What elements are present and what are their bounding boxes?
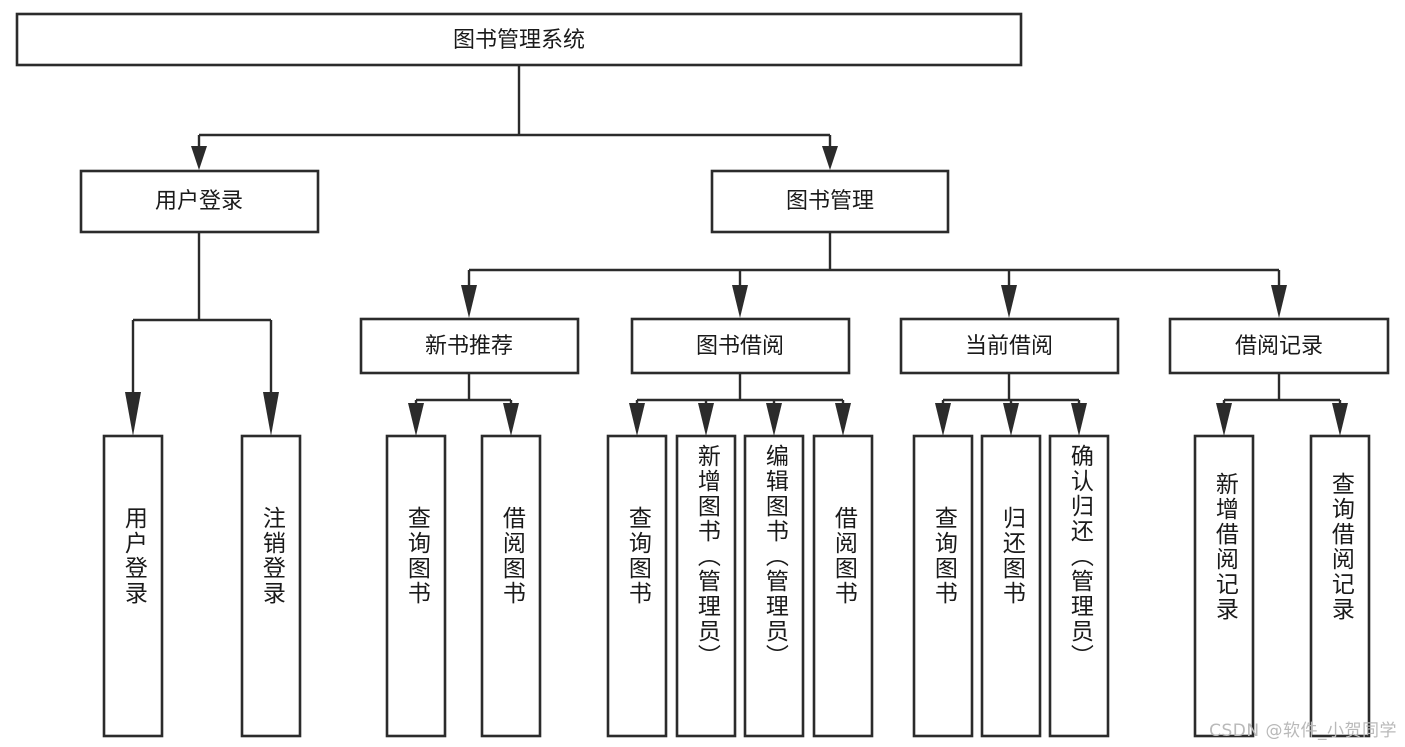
leaf-box-user-login-1[interactable] bbox=[102, 434, 164, 738]
arrowhead-nb-leaf-1 bbox=[408, 403, 424, 436]
node-borrow-record-box[interactable] bbox=[1168, 317, 1390, 375]
node-borrow-record[interactable]: 借阅记录 bbox=[1168, 317, 1390, 375]
connector-group-book-mgmt bbox=[461, 232, 1287, 318]
node-book-borrow-box[interactable] bbox=[630, 317, 851, 375]
connector-group-new-book bbox=[408, 373, 519, 436]
node-current-borrow-box[interactable] bbox=[899, 317, 1120, 375]
arrowhead-user-login bbox=[191, 146, 207, 170]
node-root-system-box[interactable] bbox=[15, 12, 1023, 67]
connector-group-current-borrow bbox=[935, 373, 1087, 436]
arrowhead-cb-leaf-3 bbox=[1071, 403, 1087, 436]
arrowhead-book-mgmt bbox=[822, 146, 838, 170]
arrowhead-cb-leaf-1 bbox=[935, 403, 951, 436]
node-current-borrow-label: 当前借阅 bbox=[965, 334, 1053, 359]
node-user-login-label: 用户登录 bbox=[155, 189, 243, 214]
arrowhead-bb-leaf-1 bbox=[629, 403, 645, 436]
arrowhead-br-leaf-2 bbox=[1332, 403, 1348, 436]
node-book-management-label: 图书管理 bbox=[786, 189, 874, 214]
arrowhead-br-leaf-1 bbox=[1216, 403, 1232, 436]
leaf-box-current-borrow-1[interactable] bbox=[912, 434, 974, 738]
leaf-box-book-borrow-3[interactable] bbox=[743, 434, 805, 738]
leaf-box-new-book-2[interactable] bbox=[480, 434, 542, 738]
leaf-box-book-borrow-2[interactable] bbox=[675, 434, 737, 738]
node-root-system-label: 图书管理系统 bbox=[453, 28, 585, 53]
arrowhead-bb-leaf-4 bbox=[835, 403, 851, 436]
connector-group-user-login bbox=[125, 232, 279, 436]
node-user-login-box[interactable] bbox=[79, 169, 320, 234]
leaf-box-borrow-record-2[interactable] bbox=[1309, 434, 1371, 738]
connector-group-book-borrow bbox=[629, 373, 851, 436]
node-book-borrow[interactable]: 图书借阅 bbox=[630, 317, 851, 375]
leaf-box-borrow-record-1[interactable] bbox=[1193, 434, 1255, 738]
arrowhead-current-borrow bbox=[1001, 285, 1017, 318]
node-current-borrow[interactable]: 当前借阅 bbox=[899, 317, 1120, 375]
leaf-box-current-borrow-3[interactable] bbox=[1048, 434, 1110, 738]
leaf-box-book-borrow-4[interactable] bbox=[812, 434, 874, 738]
watermark-text: CSDN @软件_小贺同学 bbox=[1209, 721, 1397, 741]
arrowhead-book-borrow bbox=[732, 285, 748, 318]
node-book-management-box[interactable] bbox=[710, 169, 950, 234]
arrowhead-bb-leaf-2 bbox=[698, 403, 714, 436]
node-borrow-record-label: 借阅记录 bbox=[1235, 334, 1323, 359]
arrowhead-ul-leaf-1 bbox=[125, 392, 141, 436]
arrowhead-borrow-record bbox=[1271, 285, 1287, 318]
node-book-borrow-label: 图书借阅 bbox=[696, 334, 784, 359]
arrowhead-cb-leaf-2 bbox=[1003, 403, 1019, 436]
node-new-book-recommend-box[interactable] bbox=[359, 317, 580, 375]
node-new-book-recommend-label: 新书推荐 bbox=[425, 334, 513, 359]
leaf-box-book-borrow-1[interactable] bbox=[606, 434, 668, 738]
node-new-book-recommend[interactable]: 新书推荐 bbox=[359, 317, 580, 375]
arrowhead-bb-leaf-3 bbox=[766, 403, 782, 436]
connector-group-borrow-record bbox=[1216, 373, 1348, 436]
arrowhead-ul-leaf-2 bbox=[263, 392, 279, 436]
node-book-management[interactable]: 图书管理 bbox=[710, 169, 950, 234]
node-user-login[interactable]: 用户登录 bbox=[79, 169, 320, 234]
leaf-box-current-borrow-2[interactable] bbox=[980, 434, 1042, 738]
connector-group-root bbox=[191, 65, 838, 170]
arrowhead-nb-leaf-2 bbox=[503, 403, 519, 436]
leaf-box-user-login-2[interactable] bbox=[240, 434, 302, 738]
leaf-box-new-book-1[interactable] bbox=[385, 434, 447, 738]
node-root-system[interactable]: 图书管理系统 bbox=[15, 12, 1023, 67]
arrowhead-new-book bbox=[461, 285, 477, 318]
